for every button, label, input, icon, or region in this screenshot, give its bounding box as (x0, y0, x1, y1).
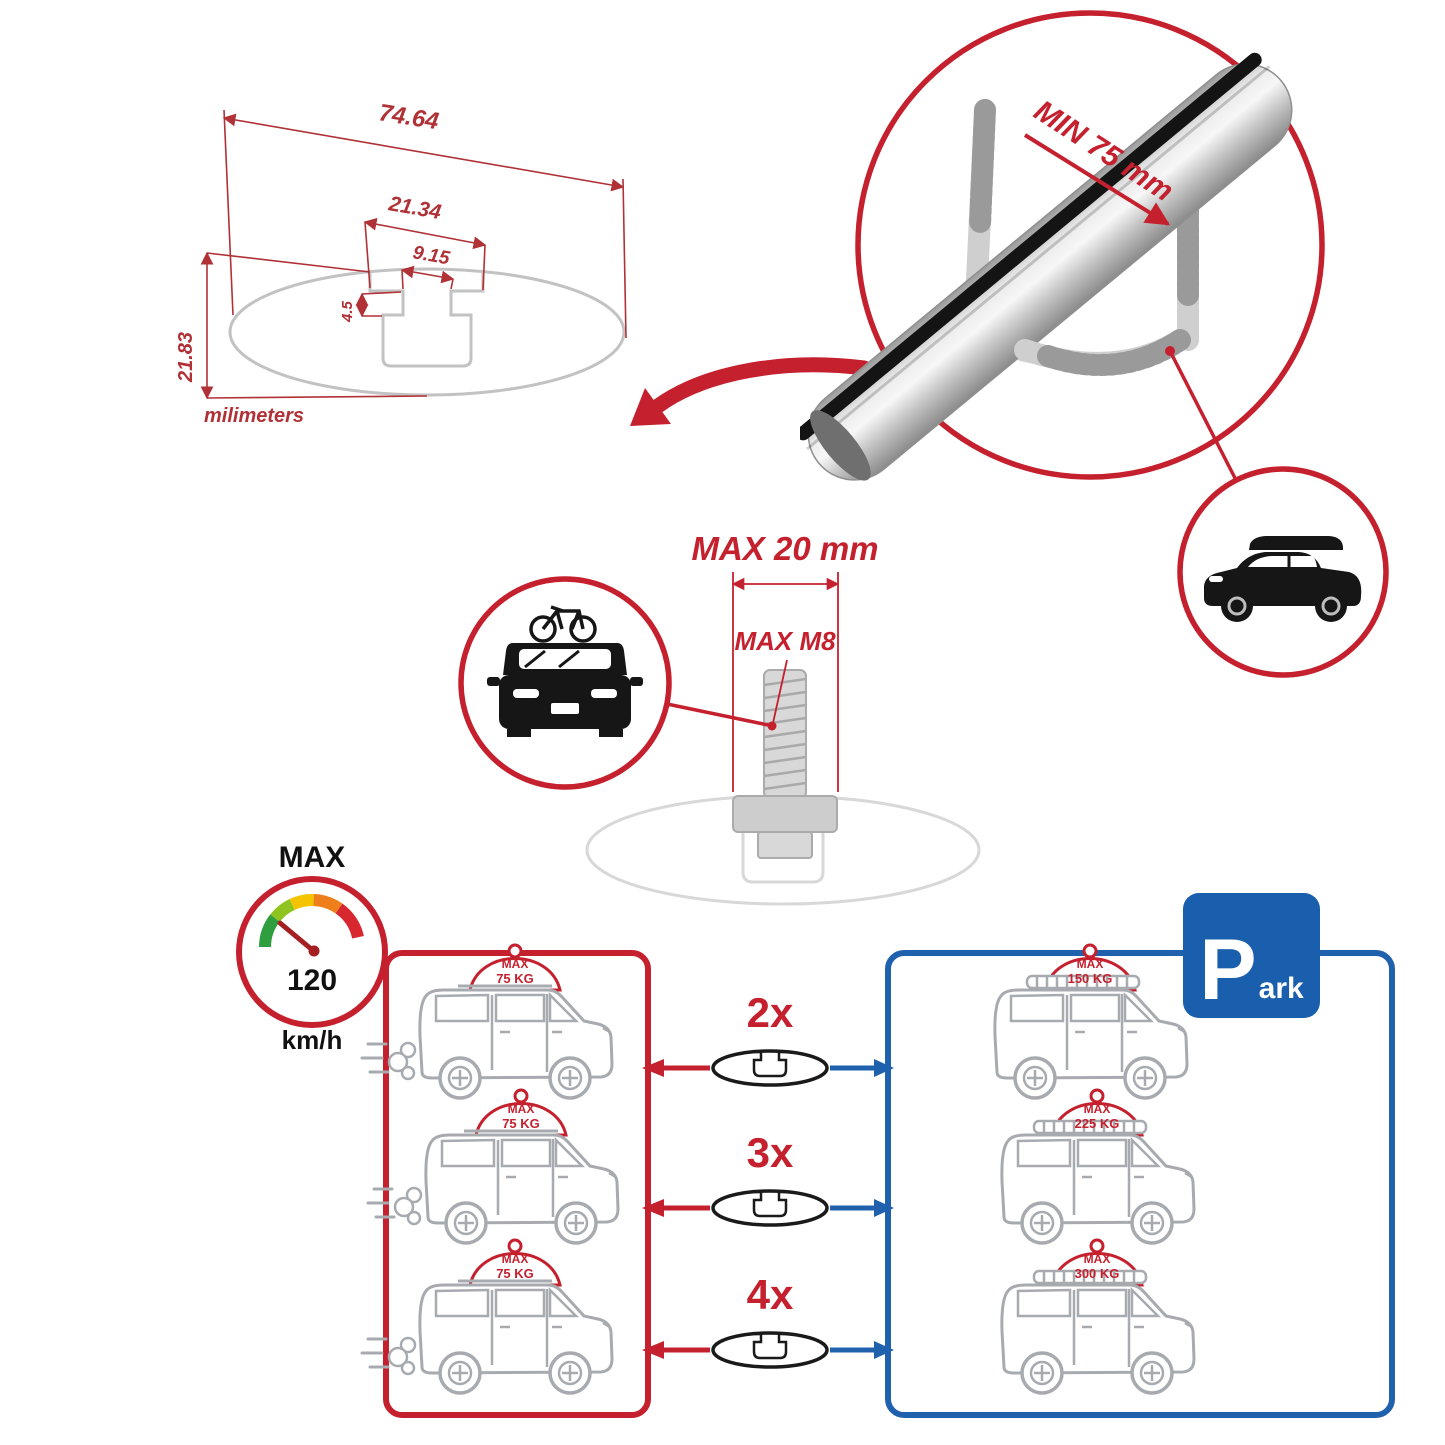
dim-total-width: 74.64 (377, 99, 441, 135)
dim-slot-width: 9.15 (411, 242, 451, 269)
bolt-max-length-label: MAX 20 mm (691, 530, 878, 567)
load-value: 225 KG (1075, 1116, 1120, 1131)
blue-arrow-head (874, 1341, 894, 1359)
suv-roofbox-illustration (1204, 536, 1362, 622)
crossbar-icon (711, 1189, 829, 1227)
load-value: 300 KG (1075, 1266, 1120, 1281)
load-label: MAX (502, 1252, 529, 1266)
park-sign-letter: P (1199, 921, 1257, 1018)
dim-recess-width: 21.34 (386, 192, 443, 224)
red-arrow-head (642, 1199, 664, 1217)
speed-gauge: 120 (236, 876, 388, 1028)
bar-count-label: 4x (747, 1271, 794, 1318)
driving-car-2: MAX 75 KG (366, 1088, 620, 1245)
car-front-bike-illustration (487, 605, 643, 737)
crossbar-icon (711, 1049, 829, 1087)
dimension-lines (200, 109, 627, 400)
bar-count-row-1: 2x (642, 989, 894, 1087)
driving-car-3: MAX 75 KG (360, 1238, 614, 1395)
callout-arrow (630, 357, 870, 426)
load-value: 75 KG (496, 1266, 534, 1281)
callout-arrow-head (630, 388, 671, 426)
bolt-dimension-diagram: MAX 20 mm MAX M8 (458, 530, 981, 906)
bar-count-label: 2x (747, 989, 794, 1036)
park-sign-text: ark (1258, 972, 1304, 1005)
red-arrow-head (642, 1341, 664, 1359)
bar-end-cap (810, 410, 871, 481)
driving-car-1: MAX 75 KG (360, 943, 614, 1100)
dim-total-height: 21.83 (175, 332, 197, 383)
bolt-point-dot (767, 721, 777, 731)
clamp-min-arrow (1023, 133, 1171, 226)
leader-line (1168, 350, 1238, 481)
speed-max-label: MAX (279, 841, 346, 874)
load-value: 150 KG (1068, 971, 1113, 986)
profile-dimension-diagram: 74.64 21.34 9.15 4.5 21.83 milimeters (175, 99, 627, 427)
bar-count-row-3: 4x (642, 1271, 894, 1369)
bar-count-row-2: 3x (642, 1129, 894, 1227)
bolt-max-thread-label: MAX M8 (734, 626, 836, 656)
speed-unit: km/h (282, 1025, 343, 1055)
t-bolt (732, 669, 838, 859)
load-value: 75 KG (496, 971, 534, 986)
usage-comparison-panel: MAX 120 km/h MAX 75 KG MAX (236, 841, 1395, 1418)
bolt-dimension-lines (731, 572, 840, 792)
crossbar-detail-view: MIN 75 mm (800, 10, 1389, 678)
crossbar-profile-outline (228, 267, 626, 397)
load-value: 75 KG (502, 1116, 540, 1131)
dim-lip-depth: 4.5 (339, 300, 356, 323)
load-label: MAX (1084, 1102, 1111, 1116)
callout-arrow-shaft (650, 357, 870, 414)
load-label: MAX (508, 1102, 535, 1116)
aluminium-crossbar (800, 52, 1293, 481)
parked-car-3: MAX 300 KG (1000, 1238, 1196, 1395)
bar-count-label: 3x (747, 1129, 794, 1176)
load-label: MAX (1084, 1252, 1111, 1266)
dim-unit-label: milimeters (204, 405, 304, 427)
load-label: MAX (502, 957, 529, 971)
red-arrow-head (642, 1059, 664, 1077)
bolt-leader-line (666, 702, 769, 727)
parked-car-2: MAX 225 KG (1000, 1088, 1196, 1245)
crossbar-icon (711, 1331, 829, 1369)
load-label: MAX (1077, 957, 1104, 971)
blue-arrow-head (874, 1199, 894, 1217)
parked-car-1: MAX 150 KG (993, 943, 1189, 1100)
blue-arrow-head (874, 1059, 894, 1077)
speed-value: 120 (287, 964, 337, 997)
